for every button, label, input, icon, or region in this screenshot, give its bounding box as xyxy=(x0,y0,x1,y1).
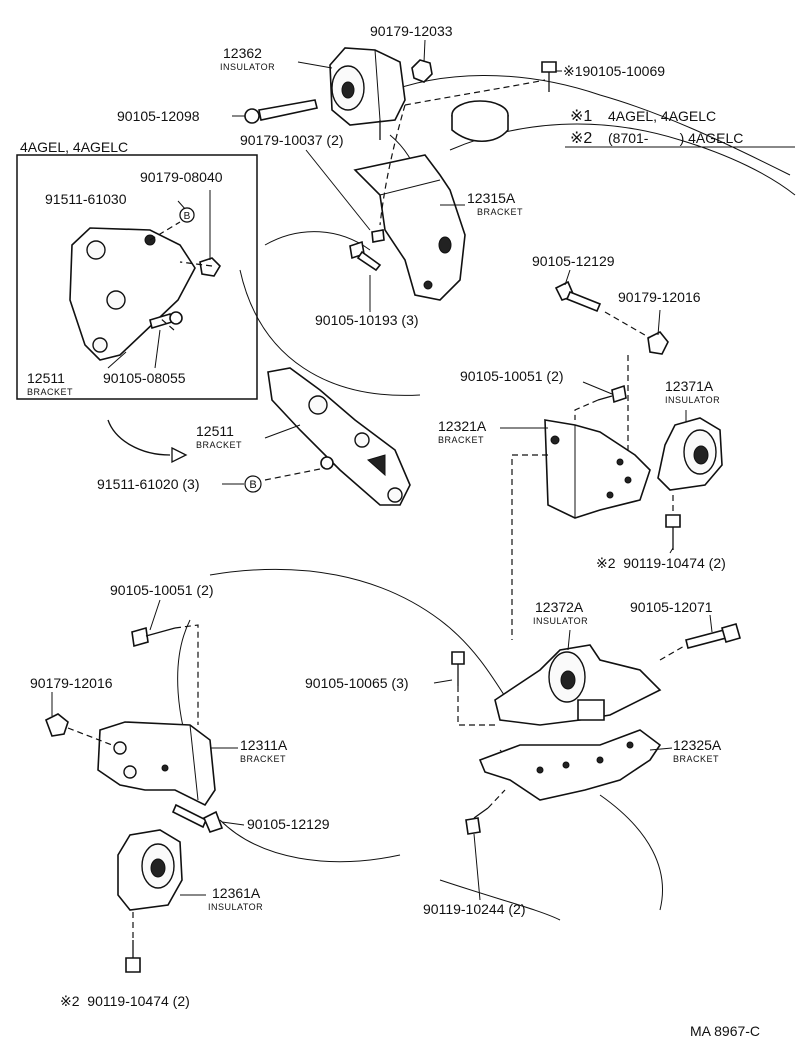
bolt-90105-10051-right-drawing xyxy=(597,384,627,404)
label-90119-10244: 90119-10244 (2) xyxy=(423,901,525,917)
inset-label-90105-08055: 90105-08055 xyxy=(103,370,186,386)
note-2-text: (8701- ) 4AGELC xyxy=(608,130,743,146)
label-12362: 12362 xyxy=(223,45,262,61)
bracket-arrow-drawing xyxy=(107,419,188,464)
bolt-90119-10474-right-drawing xyxy=(665,514,681,550)
label-12511: 12511 xyxy=(196,423,234,439)
label-12315A: 12315A xyxy=(467,190,516,206)
label-90179-12033: 90179-12033 xyxy=(370,23,453,39)
bolt-90105-12071-drawing xyxy=(685,623,741,649)
diagram-id: MA 8967-C xyxy=(690,1023,760,1039)
bolt-90105-12129-lower-drawing xyxy=(171,803,224,833)
bolt-90119-10244-drawing xyxy=(465,807,489,835)
label-90105-10065: 90105-10065 (3) xyxy=(305,675,409,691)
bolt-90105-10051-left-drawing xyxy=(131,626,176,648)
svg-text:B: B xyxy=(249,479,256,491)
label-90105-10051-right: 90105-10051 (2) xyxy=(460,368,564,384)
insulator-12372A-drawing xyxy=(494,644,662,726)
note-2-mark: ※2 xyxy=(570,130,592,147)
label-90105-12129-lower: 90105-12129 xyxy=(247,816,330,832)
inset-frame xyxy=(16,154,258,400)
label-12321A: 12321A xyxy=(438,418,487,434)
label-90179-10037: 90179-10037 (2) xyxy=(240,132,344,148)
bolt-90105-12098-drawing xyxy=(244,99,318,124)
badge-b-main: B xyxy=(244,475,262,493)
bolt-90119-10474-left-drawing xyxy=(125,940,141,973)
label-90105-10193: 90105-10193 (3) xyxy=(315,312,419,328)
label-90105-10069: ※190105-10069 xyxy=(563,63,665,79)
alignment-lines xyxy=(67,79,687,940)
bracket-12311A-drawing xyxy=(97,721,216,807)
bolt-90105-12129-top-drawing xyxy=(554,280,602,313)
sub-12372A: INSULATOR xyxy=(533,616,588,626)
sub-12315A: BRACKET xyxy=(477,207,523,217)
label-90119-10474-right: ※2 90119-10474 (2) xyxy=(596,555,726,571)
note-1-mark: ※1 xyxy=(570,108,592,125)
label-90105-12129-top: 90105-12129 xyxy=(532,253,615,269)
bolt-90179-12033-drawing xyxy=(411,59,433,83)
label-12371A: 12371A xyxy=(665,378,714,394)
insulator-12362-drawing xyxy=(329,47,406,140)
badge-b-inset: B xyxy=(179,207,195,223)
label-12372A: 12372A xyxy=(535,599,584,615)
bracket-12511-drawing xyxy=(267,367,411,506)
sub-12511: BRACKET xyxy=(196,440,242,450)
bracket-12321A-drawing xyxy=(544,419,651,519)
inset-sub-12511: BRACKET xyxy=(27,387,73,397)
label-90179-12016-top: 90179-12016 xyxy=(618,289,701,305)
sub-12325A: BRACKET xyxy=(673,754,719,764)
insulator-12361A-drawing xyxy=(117,829,183,911)
label-90105-12098: 90105-12098 xyxy=(117,108,200,124)
bolt-90105-10193-drawing xyxy=(349,240,382,272)
sub-12311A: BRACKET xyxy=(240,754,286,764)
oil-cap-drawing xyxy=(451,100,509,142)
notes-block: ※1 4AGEL, 4AGELC ※2 (8701- ) 4AGELC xyxy=(565,108,795,148)
note-1-text: 4AGEL, 4AGELC xyxy=(608,108,716,124)
inset-bracket-drawing xyxy=(69,207,222,361)
nut-90179-12016-left-drawing xyxy=(44,713,69,737)
nut-90179-12016-top-drawing xyxy=(647,330,669,355)
inset-label-91511-61030: 91511-61030 xyxy=(45,191,127,207)
bracket-12315A-drawing xyxy=(353,154,466,301)
label-91511-61020: 91511-61020 (3) xyxy=(97,476,199,492)
label-90179-12016-left: 90179-12016 xyxy=(30,675,113,691)
label-12361A: 12361A xyxy=(212,885,261,901)
part-labels: 12362 INSULATOR 90179-12033 ※190105-1006… xyxy=(30,23,726,1009)
label-90105-12071: 90105-12071 xyxy=(630,599,713,615)
label-90105-10051-left: 90105-10051 (2) xyxy=(110,582,214,598)
insulator-12371A-drawing xyxy=(657,417,723,491)
label-12311A: 12311A xyxy=(240,737,288,753)
label-12325A: 12325A xyxy=(673,737,722,753)
svg-text:B: B xyxy=(184,211,191,222)
inset-title: 4AGEL, 4AGELC xyxy=(20,139,128,155)
sub-12362: INSULATOR xyxy=(220,62,275,72)
inset-label-12511: 12511 xyxy=(27,370,65,386)
sub-12361A: INSULATOR xyxy=(208,902,263,912)
bolt-90105-10065-drawing xyxy=(451,651,465,686)
bracket-12325A-drawing xyxy=(478,729,662,801)
sub-12321A: BRACKET xyxy=(438,435,484,445)
bolt-90105-10069-drawing xyxy=(541,61,557,92)
sub-12371A: INSULATOR xyxy=(665,395,720,405)
leader-lines xyxy=(51,39,713,901)
label-90119-10474-left: ※2 90119-10474 (2) xyxy=(60,993,190,1009)
inset-label-90179-08040: 90179-08040 xyxy=(140,169,223,185)
